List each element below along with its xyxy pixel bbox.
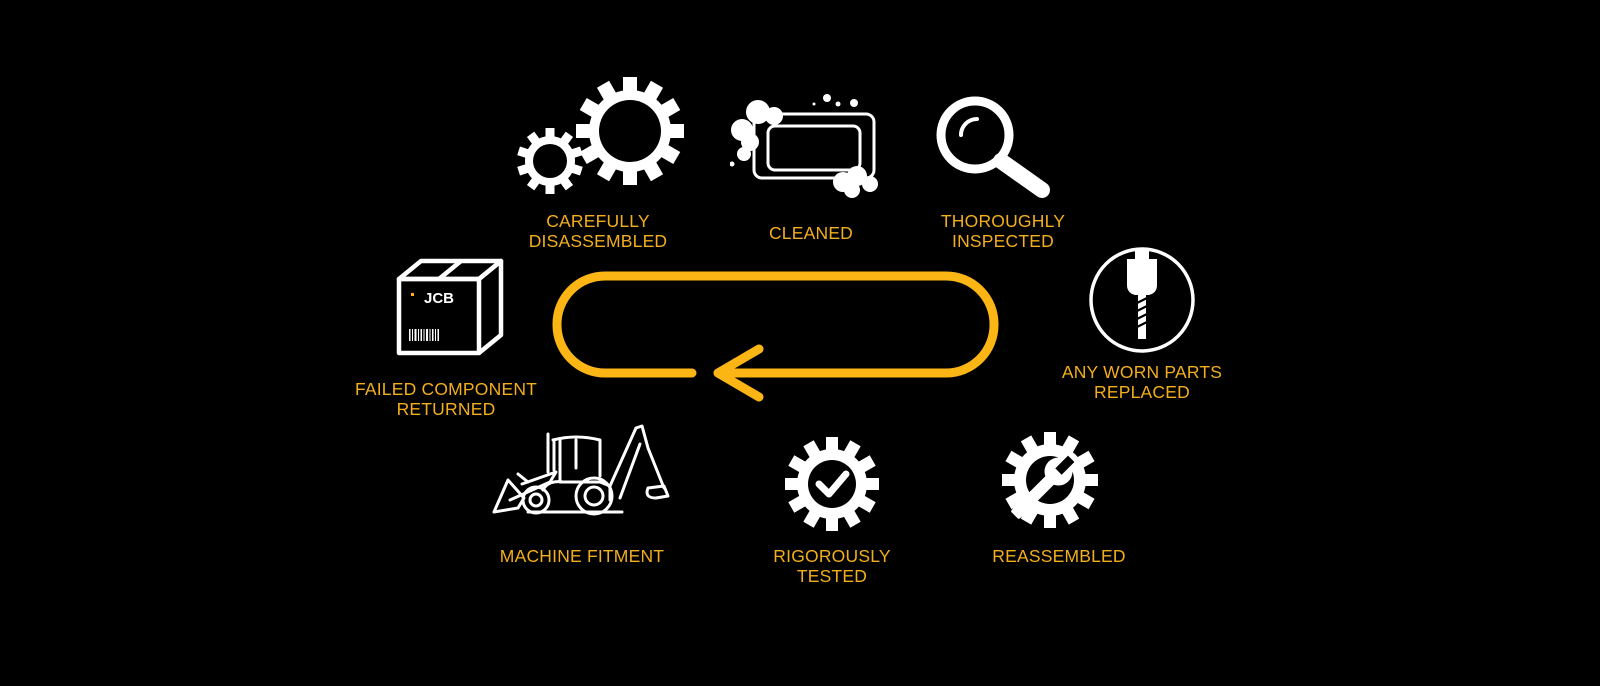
step-label-disassembled: CAREFULLY DISASSEMBLED <box>529 211 668 251</box>
gears-icon <box>517 77 684 194</box>
label-line: DISASSEMBLED <box>528 231 668 251</box>
cycle-arrow-icon <box>552 271 999 402</box>
label-line: MACHINE FITMENT <box>499 546 665 566</box>
label-line: INSPECTED <box>952 231 1054 251</box>
label-line: THOROUGHLY <box>940 211 1066 231</box>
backhoe-loader-icon <box>492 424 670 516</box>
label-line: REASSEMBLED <box>992 546 1126 566</box>
step-label-tested: RIGOROUSLY TESTED <box>773 546 890 586</box>
soap-bar-icon <box>730 94 878 198</box>
step-label-fitment: MACHINE FITMENT <box>500 546 664 566</box>
label-line: ANY WORN PARTS <box>1061 362 1223 382</box>
step-label-returned: FAILED COMPONENT RETURNED <box>355 379 537 419</box>
step-label-reassembled: REASSEMBLED <box>992 546 1126 566</box>
step-label-cleaned: CLEANED <box>769 223 853 243</box>
label-line: CLEANED <box>768 223 854 243</box>
label-line: FAILED COMPONENT <box>354 379 538 399</box>
label-line: RETURNED <box>396 399 496 419</box>
gear-wrench-icon <box>1002 432 1098 528</box>
label-line: RIGOROUSLY <box>773 546 891 566</box>
label-line: CAREFULLY <box>546 211 650 231</box>
drill-bit-icon <box>1089 247 1195 353</box>
svg-text:JCB: JCB <box>424 290 454 307</box>
label-line: TESTED <box>796 566 868 586</box>
step-label-inspected: THOROUGHLY INSPECTED <box>941 211 1065 251</box>
step-label-replaced: ANY WORN PARTS REPLACED <box>1062 362 1222 402</box>
magnifying-glass-icon <box>936 96 1050 198</box>
label-line: REPLACED <box>1094 382 1190 402</box>
gear-check-icon <box>785 437 879 531</box>
jcb-box-icon: JCB <box>396 258 504 356</box>
